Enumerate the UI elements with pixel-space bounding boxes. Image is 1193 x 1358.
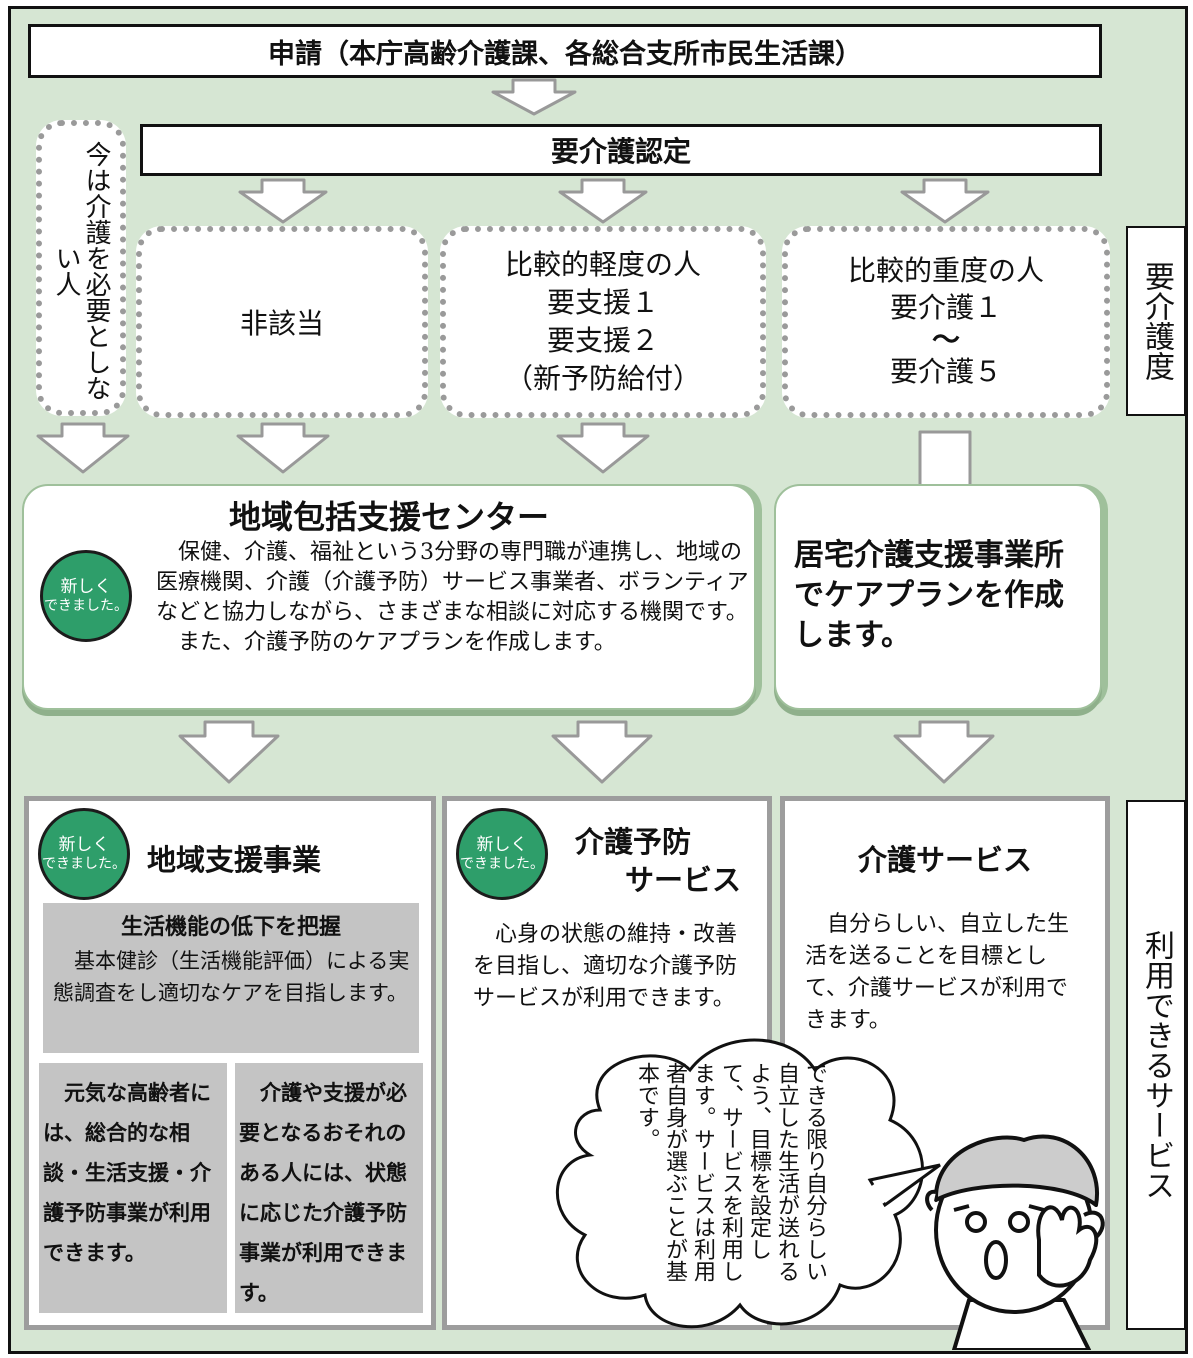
side-label-services: 利用できるサービス (1126, 800, 1186, 1330)
center-paragraph-1: 保健、介護、福祉という3分野の専門職が連携し、地域の医療機関、介護（介護予防）サ… (156, 540, 749, 625)
no-need-box: 今は介護を必要としない人 (36, 120, 126, 416)
regional-right-panel: 介護や支援が必要となるおそれのある人には、状態に応じた介護予防事業が利用できます… (235, 1063, 423, 1313)
new-badge: 新しく できました。 (40, 550, 132, 642)
badge-line1: 新しく (60, 577, 112, 598)
arrow-down-icon (558, 178, 648, 224)
center-description: 保健、介護、福祉という3分野の専門職が連携し、地域の医療機関、介護（介護予防）サ… (156, 538, 750, 658)
elderly-character-icon (925, 1134, 1105, 1350)
heavy-line2: 要介護５ (889, 355, 1002, 389)
speech-bubble (556, 1038, 941, 1329)
application-bar-text: 申請（本庁高齢介護課、各総合支所市民生活課） (268, 38, 862, 70)
application-bar: 申請（本庁高齢介護課、各総合支所市民生活課） (28, 24, 1102, 78)
badge-line2: できました。 (460, 855, 544, 872)
side-label-care-level: 要介護度 (1126, 226, 1186, 416)
arrow-down-icon (893, 720, 995, 784)
regional-gray-heading: 生活機能の低下を把握 (120, 915, 341, 940)
badge-line1: 新しく (58, 835, 110, 856)
light-line2: 要支援２ (546, 324, 659, 357)
certification-bar: 要介護認定 (140, 124, 1102, 176)
arrow-down-icon (178, 720, 280, 784)
regional-left-panel: 元気な高齢者には、総合的な相談・生活支援・介護予防事業が利用できます。 (39, 1063, 227, 1313)
badge-line2: できました。 (44, 597, 128, 614)
new-badge: 新しく できました。 (38, 808, 130, 900)
regional-right-text: 介護や支援が必要となるおそれのある人には、状態に応じた介護予防事業が利用できます… (239, 1081, 407, 1305)
regional-gray-panel: 生活機能の低下を把握 基本健診（生活機能評価）による実態調査をし適切なケアを目指… (43, 903, 419, 1053)
arrow-down-icon (238, 178, 328, 224)
light-heading: 比較的軽度の人 (504, 248, 701, 282)
light-line3: （新予防給付） (504, 361, 701, 395)
no-need-text: 今は介護を必要としない人 (51, 141, 111, 401)
heavy-care-box: 比較的重度の人 要介護１ ～ 要介護５ (782, 226, 1110, 418)
care-text: 自分らしい、自立した生活を送ることを目標として、介護サービスが利用できます。 (805, 912, 1070, 1033)
center-title: 地域包括支援センター (228, 498, 549, 536)
badge-line2: できました。 (42, 855, 126, 872)
care-title: 介護サービス (857, 843, 1032, 877)
arrow-down-icon (556, 422, 650, 474)
heavy-heading: 比較的重度の人 (847, 254, 1044, 288)
prevention-text: 心身の状態の維持・改善を目指し、適切な介護予防サービスが利用できます。 (473, 922, 738, 1011)
arrow-down-icon (900, 178, 990, 224)
heavy-tilde: ～ (931, 323, 960, 357)
not-applicable-text: 非該当 (239, 307, 324, 340)
not-applicable-box: 非該当 (136, 226, 428, 418)
community-center-box: 地域包括支援センター 保健、介護、福祉という3分野の専門職が連携し、地域の医療機… (22, 484, 756, 710)
certification-bar-text: 要介護認定 (550, 135, 691, 168)
home-care-box: 居宅介護支援事業所でケアプランを作成します。 (774, 484, 1102, 710)
speech-text: できる限り自分らしい自立した生活が送れるよう、目標を設定して、サービスを利用しま… (634, 1062, 827, 1282)
badge-line1: 新しく (476, 835, 528, 856)
regional-left-text: 元気な高齢者には、総合的な相談・生活支援・介護予防事業が利用できます。 (43, 1081, 211, 1265)
regional-title: 地域支援事業 (147, 843, 322, 877)
side-label-care-level-text: 要介護度 (1139, 261, 1174, 381)
regional-gray-text: 基本健診（生活機能評価）による実態調査をし適切なケアを目指します。 (53, 949, 410, 1005)
prevention-title-line2: サービス (625, 863, 742, 897)
side-label-services-text: 利用できるサービス (1139, 930, 1174, 1200)
new-badge: 新しく できました。 (456, 808, 548, 900)
home-care-text: 居宅介護支援事業所でケアプランを作成します。 (794, 538, 1064, 653)
connector-bar (918, 430, 972, 488)
arrow-down-icon (236, 422, 330, 474)
regional-support-box: 地域支援事業 生活機能の低下を把握 基本健診（生活機能評価）による実態調査をし適… (24, 796, 436, 1330)
light-care-box: 比較的軽度の人 要支援１ 要支援２ （新予防給付） (440, 226, 766, 418)
arrow-down-icon (491, 78, 577, 116)
prevention-title-line1: 介護予防 (575, 825, 692, 859)
center-paragraph-2: また、介護予防のケアプランを作成します。 (156, 630, 616, 655)
light-line1: 要支援１ (546, 286, 659, 320)
arrow-down-icon (36, 422, 130, 474)
heavy-line1: 要介護１ (889, 290, 1002, 324)
arrow-down-icon (551, 720, 653, 784)
